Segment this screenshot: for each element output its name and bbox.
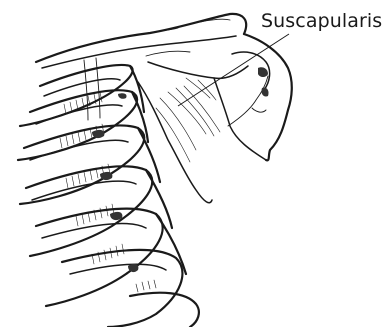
ribs: [18, 65, 199, 327]
label-leader-line: [178, 34, 289, 106]
subscapularis-label: Suscapularis: [261, 10, 382, 32]
clavicle: [36, 14, 246, 68]
scapula: [138, 34, 292, 203]
